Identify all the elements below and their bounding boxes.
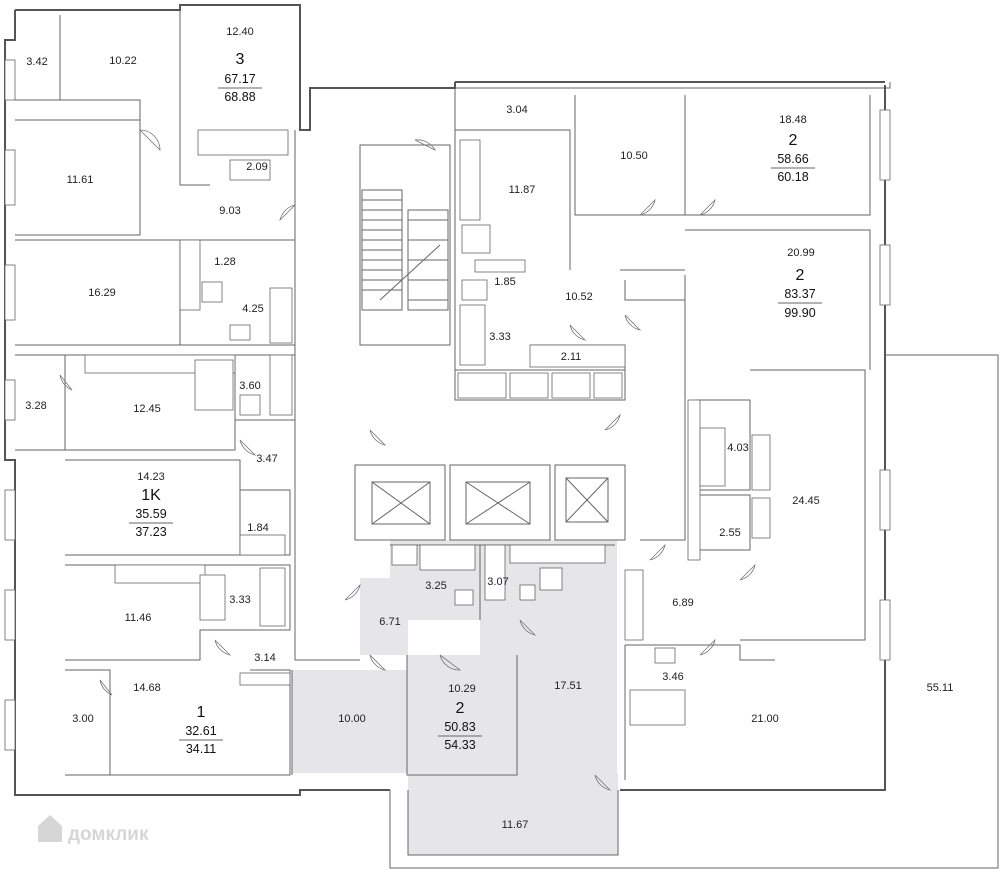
room-area-label: 10.50 <box>620 150 648 162</box>
room-area-label: 2.55 <box>719 527 740 539</box>
room-area-label: 55.11 <box>927 682 954 694</box>
doors <box>59 129 756 791</box>
room-area-label: 10.00 <box>338 713 366 725</box>
apartment-label-2room-a: 2 58.66 60.18 <box>771 132 815 184</box>
room-area-label: 14.68 <box>133 682 161 694</box>
apartment-label-2room-b: 2 83.37 99.90 <box>778 267 822 320</box>
room-area-label: 3.07 <box>487 576 508 588</box>
apartment-total-area: 37.23 <box>135 525 166 539</box>
room-area-label: 3.60 <box>239 380 260 392</box>
apartment-type: 1K <box>141 487 161 504</box>
domclick-logo-icon <box>38 815 62 842</box>
room-area-label: 11.61 <box>67 174 94 186</box>
room-area-label: 20.99 <box>787 247 815 259</box>
apartment-living-area: 35.59 <box>135 507 166 521</box>
room-area-label: 3.14 <box>254 652 275 664</box>
room-area-labels: 3.42 10.22 12.40 11.61 2.09 9.03 16.29 1… <box>25 26 953 831</box>
stair-core <box>359 144 451 346</box>
apartment-type: 1 <box>197 704 206 721</box>
room-area-label: 2.11 <box>561 351 582 363</box>
room-area-label: 3.33 <box>229 594 250 606</box>
apartment-label-1k: 1K 35.59 37.23 <box>129 487 173 539</box>
apartment-total-area: 60.18 <box>777 170 808 184</box>
balcony-outline <box>407 790 619 856</box>
apartment-type: 2 <box>789 132 798 149</box>
apartment-living-area: 67.17 <box>224 72 255 86</box>
apartment-label-2room-c: 2 50.83 54.33 <box>438 700 482 752</box>
apartment-total-area: 99.90 <box>784 306 815 320</box>
fixtures <box>84 129 771 726</box>
room-area-label: 14.23 <box>137 471 165 483</box>
room-area-label: 10.52 <box>565 291 593 303</box>
room-area-label: 4.25 <box>242 303 263 315</box>
room-area-label: 4.03 <box>727 442 748 454</box>
room-area-label: 3.25 <box>425 580 446 592</box>
room-area-label: 24.45 <box>792 495 820 507</box>
terrace-outline <box>389 354 999 869</box>
room-area-label: 11.46 <box>125 612 152 624</box>
room-area-label: 11.87 <box>509 184 536 196</box>
room-area-label: 3.28 <box>25 400 46 412</box>
windows <box>4 59 891 751</box>
room-area-label: 3.47 <box>256 453 277 465</box>
room-area-label: 9.03 <box>219 205 240 217</box>
apartment-total-area: 68.88 <box>224 90 255 104</box>
domclick-watermark: домклик <box>38 815 149 845</box>
room-area-label: 3.42 <box>26 56 47 68</box>
room-area-label: 1.85 <box>494 276 515 288</box>
apartment-type: 3 <box>236 51 245 68</box>
room-area-label: 12.45 <box>133 403 161 415</box>
elevator-shafts <box>354 464 626 541</box>
room-area-label: 3.33 <box>489 331 510 343</box>
room-area-label: 3.04 <box>506 104 527 116</box>
room-area-label: 12.40 <box>226 26 254 38</box>
apartment-type: 2 <box>796 267 805 284</box>
room-area-label: 6.71 <box>379 616 400 628</box>
apartment-label-1room: 1 32.61 34.11 <box>179 704 223 756</box>
apartment-total-area: 54.33 <box>444 738 475 752</box>
room-area-label: 2.09 <box>246 161 267 173</box>
room-area-label: 17.51 <box>554 680 582 692</box>
apartment-living-area: 58.66 <box>777 152 808 166</box>
apartment-label-3room: 3 67.17 68.88 <box>218 51 262 104</box>
apartment-living-area: 32.61 <box>185 724 216 738</box>
selected-apartment-highlight <box>292 540 618 855</box>
room-area-label: 1.28 <box>214 256 235 268</box>
apartment-living-area: 83.37 <box>784 287 815 301</box>
room-area-label: 10.29 <box>448 683 476 695</box>
apartment-type: 2 <box>456 700 465 717</box>
room-area-label: 6.89 <box>672 597 693 609</box>
apartment-total-area: 34.11 <box>186 742 216 756</box>
room-area-label: 21.00 <box>751 713 779 725</box>
apartment-living-area: 50.83 <box>444 720 475 734</box>
room-area-label: 3.46 <box>662 671 683 683</box>
room-area-label: 3.00 <box>72 713 93 725</box>
left-block-walls <box>15 10 360 776</box>
room-area-label: 18.48 <box>779 114 807 126</box>
room-area-label: 1.84 <box>247 522 268 534</box>
room-area-label: 11.67 <box>502 819 529 831</box>
watermark-text: домклик <box>68 824 149 845</box>
room-area-label: 10.22 <box>109 55 137 67</box>
room-area-label: 16.29 <box>88 287 116 299</box>
